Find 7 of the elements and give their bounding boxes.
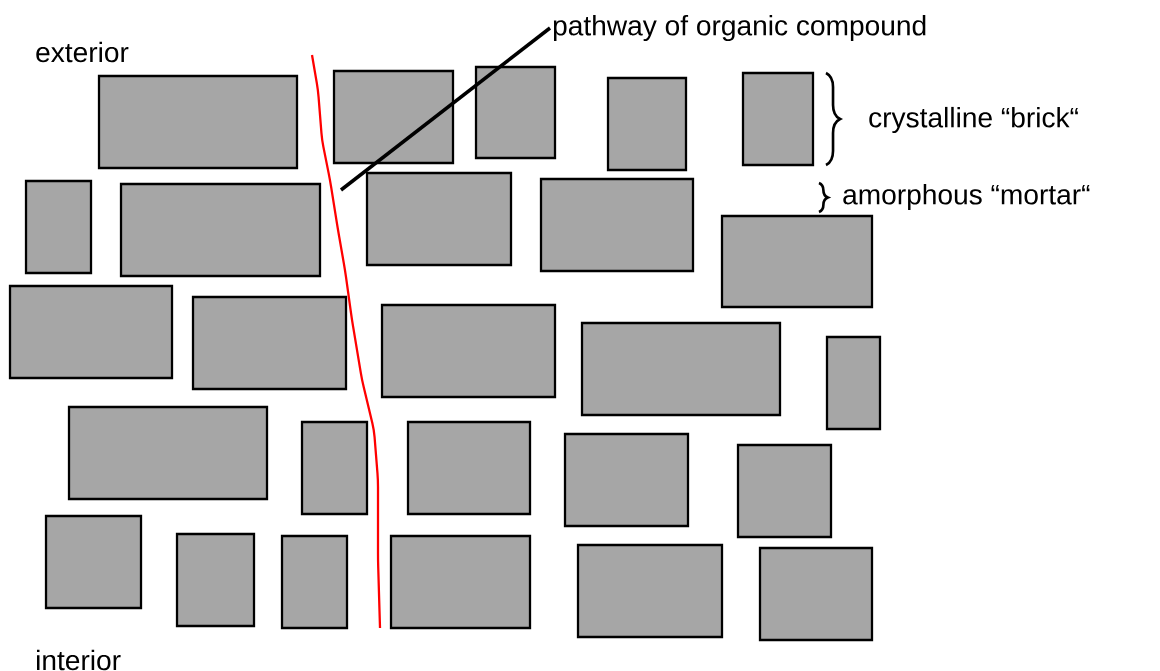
label-text: exterior xyxy=(36,41,129,63)
leader-line xyxy=(339,26,552,192)
label-text: amorphous “mortar“ xyxy=(843,183,1090,211)
label-text: crystalline “brick“ xyxy=(869,106,1078,134)
pathway-label: pathway of organic compound xyxy=(553,14,926,42)
label-text: interior xyxy=(37,649,121,671)
pathway-line xyxy=(310,54,382,629)
